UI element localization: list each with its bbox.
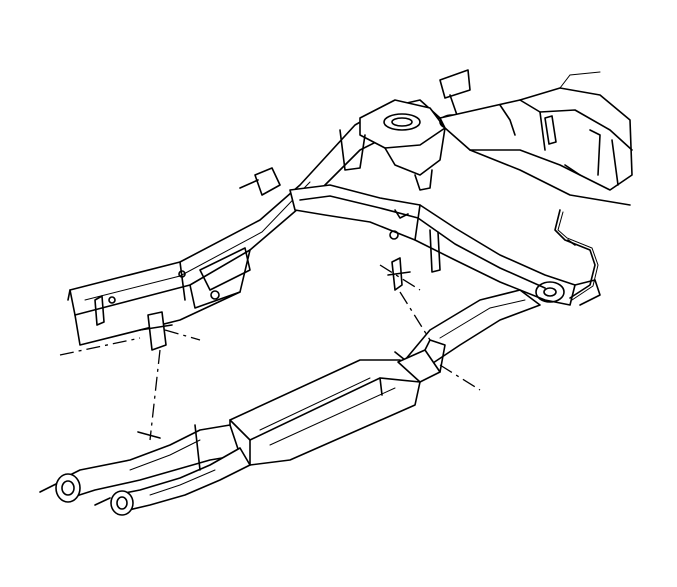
brake-line (554, 209, 599, 301)
frame-rail-right (439, 71, 633, 206)
crossmember (289, 184, 601, 306)
front-crossmember-mount (339, 69, 471, 191)
muffler (229, 339, 446, 466)
exhaust-hanger-rear (379, 257, 481, 391)
exhaust-hanger-front (59, 311, 201, 441)
tailpipe-dual (39, 424, 251, 516)
